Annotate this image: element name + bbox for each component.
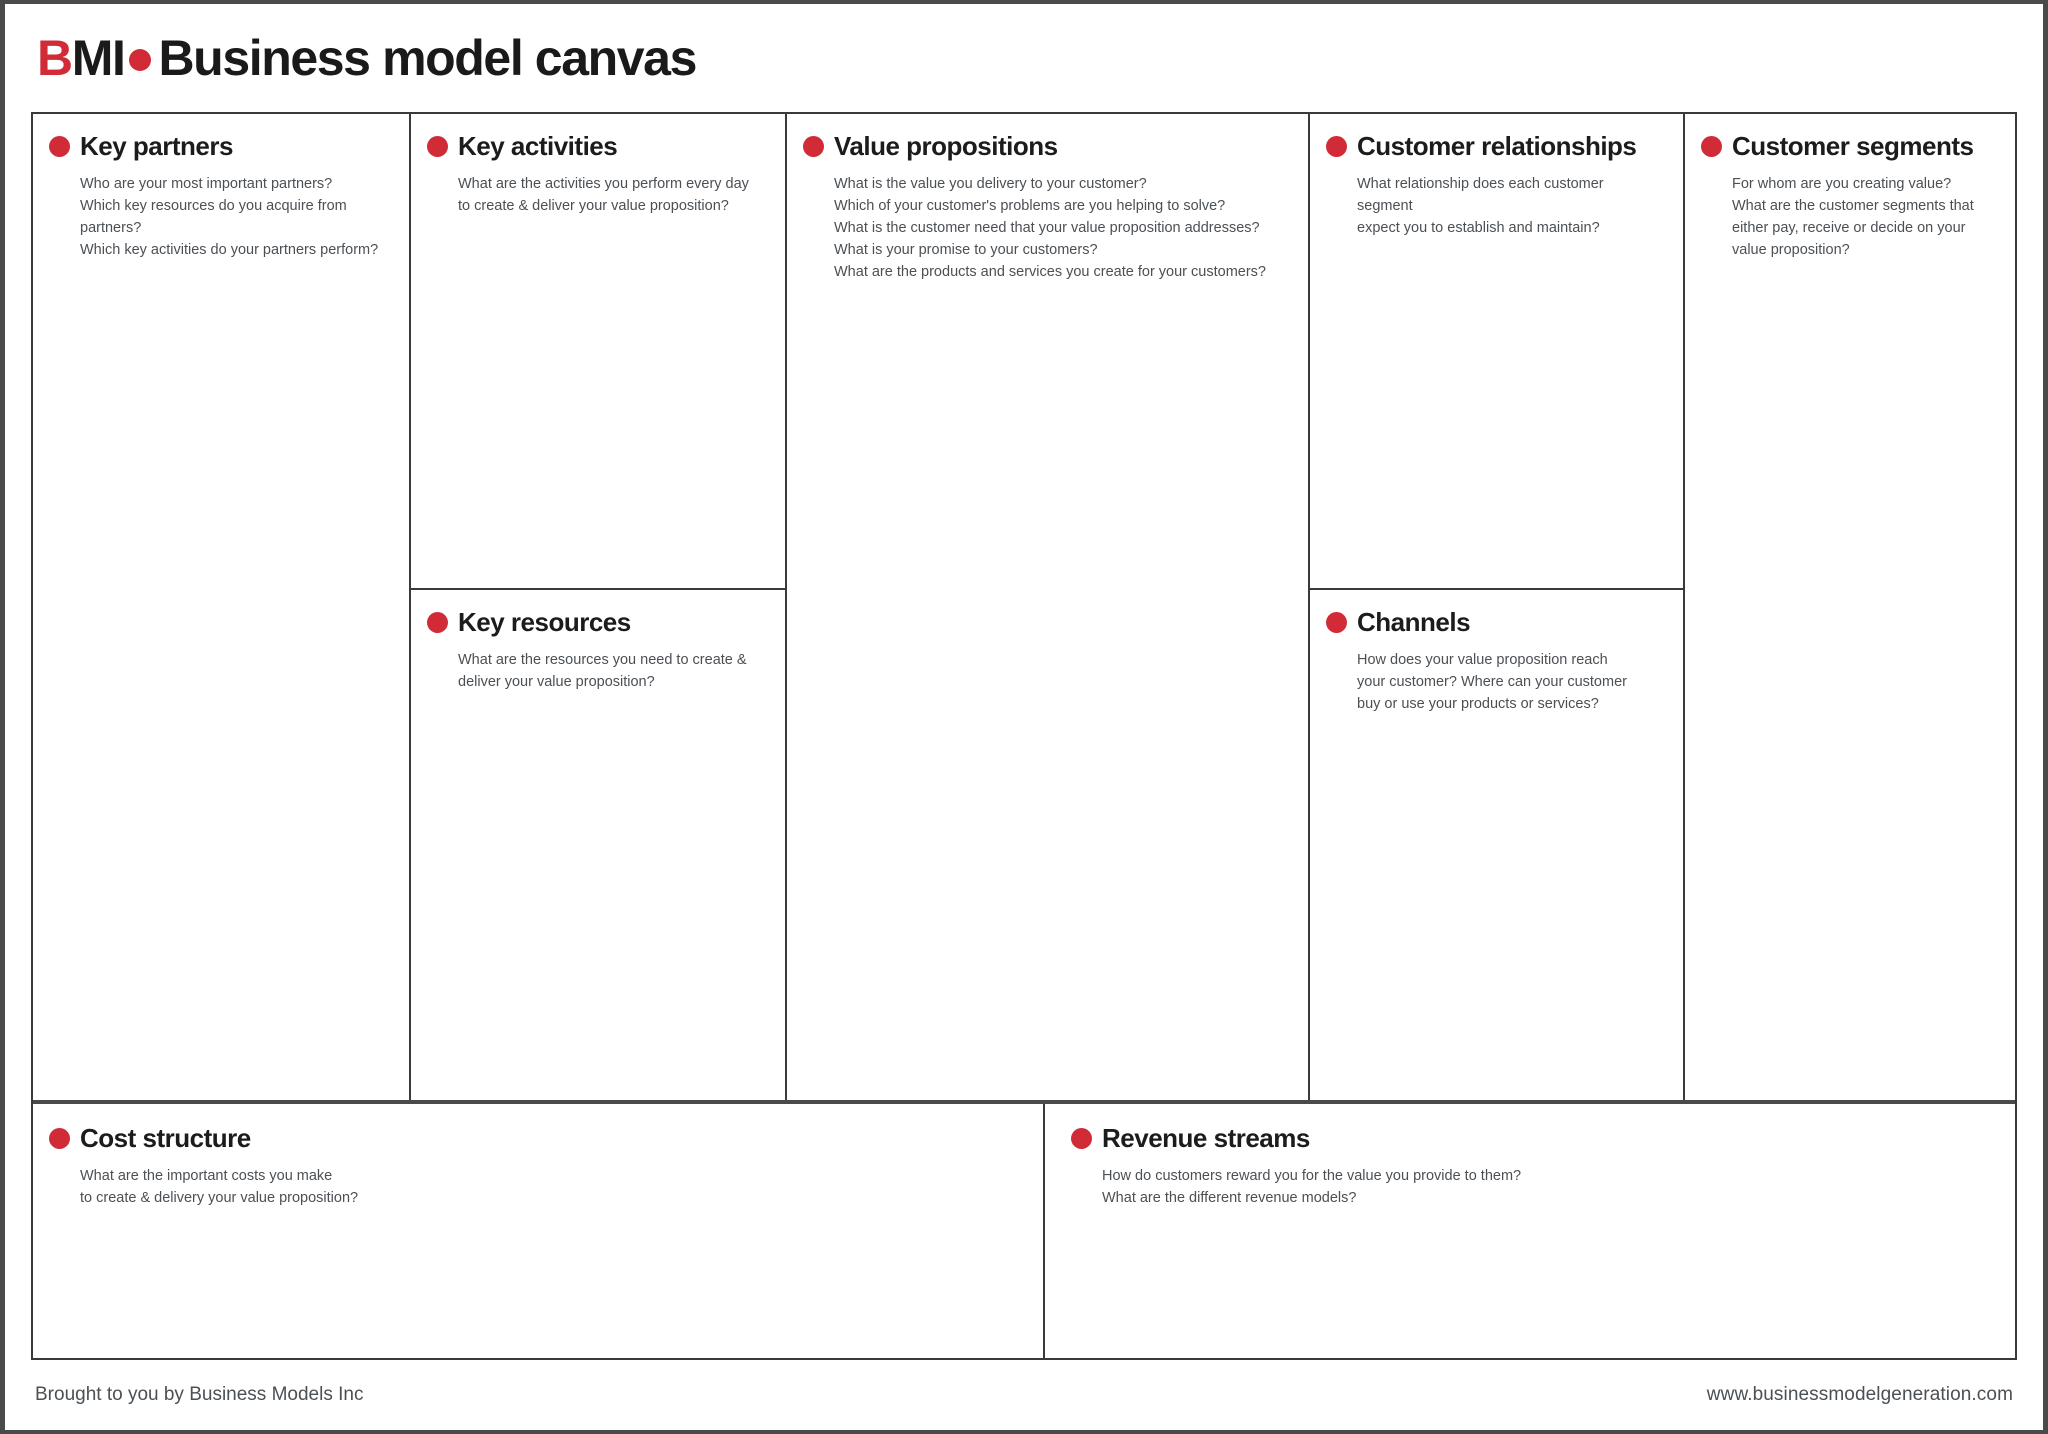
block-heading-key-partners: Key partners (49, 132, 389, 161)
prompt-line: expect you to establish and maintain? (1357, 219, 1600, 236)
bullet-dot-icon (803, 135, 824, 157)
bullet-dot-icon (427, 611, 448, 633)
block-prompts-key-resources: What are the resources you need to creat… (458, 649, 765, 693)
column-key-activities-resources: Key activities What are the activities y… (411, 114, 787, 1100)
bullet-dot-icon (1326, 611, 1347, 633)
prompt-line: What are the different revenue models? (1102, 1189, 1357, 1206)
block-customer-segments[interactable]: Customer segments For whom are you creat… (1685, 114, 2015, 1100)
prompt-line: What are the important costs you make (80, 1167, 333, 1184)
block-heading-channels: Channels (1326, 608, 1663, 637)
prompt-line: Which key resources do you acquire from … (80, 197, 347, 236)
block-heading-key-resources: Key resources (427, 608, 765, 637)
prompt-line: Which of your customer's problems are yo… (834, 197, 1226, 214)
prompt-line: either pay, receive or decide on your (1732, 219, 1966, 236)
prompt-line: buy or use your products or services? (1357, 695, 1599, 712)
block-prompts-revenue-streams: How do customers reward you for the valu… (1102, 1165, 1995, 1209)
block-title: Key partners (80, 131, 233, 161)
block-prompts-cost-structure: What are the important costs you make to… (80, 1165, 1023, 1209)
block-heading-key-activities: Key activities (427, 132, 765, 161)
prompt-line: What relationship does each customer seg… (1357, 175, 1604, 214)
block-prompts-customer-segments: For whom are you creating value? What ar… (1732, 173, 1995, 261)
prompt-line: your customer? Where can your customer (1357, 673, 1627, 690)
prompt-line: to create & delivery your value proposit… (80, 1189, 359, 1206)
bullet-dot-icon (1071, 1127, 1092, 1149)
prompt-line: What are the resources you need to creat… (458, 651, 747, 668)
footer-website-link[interactable]: www.businessmodelgeneration.com (1706, 1384, 2013, 1405)
block-heading-customer-relationships: Customer relationships (1326, 132, 1663, 161)
prompt-line: What is the value you delivery to your c… (834, 175, 1147, 192)
bullet-dot-icon (427, 135, 448, 157)
column-customer-segments: Customer segments For whom are you creat… (1685, 114, 2015, 1100)
prompt-line: What is your promise to your customers? (834, 241, 1098, 258)
prompt-line: value proposition? (1732, 241, 1850, 258)
block-heading-customer-segments: Customer segments (1701, 132, 1995, 161)
canvas-grid: Key partners Who are your most important… (31, 112, 2017, 1360)
page-footer: Brought to you by Business Models Inc ww… (31, 1360, 2017, 1430)
page-title: Business model canvas (158, 30, 697, 86)
footer-attribution: Brought to you by Business Models Inc (35, 1384, 364, 1405)
block-title: Customer segments (1732, 131, 1974, 161)
block-key-partners[interactable]: Key partners Who are your most important… (33, 114, 409, 1100)
block-key-activities[interactable]: Key activities What are the activities y… (411, 114, 785, 590)
block-customer-relationships[interactable]: Customer relationships What relationship… (1310, 114, 1683, 590)
prompt-line: For whom are you creating value? (1732, 175, 1952, 192)
block-channels[interactable]: Channels How does your value proposition… (1310, 590, 1683, 1100)
column-value-propositions: Value propositions What is the value you… (787, 114, 1310, 1100)
prompt-line: to create & deliver your value propositi… (458, 197, 729, 214)
bullet-dot-icon (49, 135, 70, 157)
block-heading-revenue-streams: Revenue streams (1071, 1124, 1995, 1153)
prompt-line: Who are your most important partners? (80, 175, 333, 192)
block-title: Revenue streams (1102, 1123, 1310, 1153)
prompt-line: How do customers reward you for the valu… (1102, 1167, 1522, 1184)
block-title: Key activities (458, 131, 618, 161)
bullet-dot-icon (129, 49, 152, 71)
prompt-line: How does your value proposition reach (1357, 651, 1608, 668)
block-title: Channels (1357, 607, 1471, 637)
prompt-line: deliver your value proposition? (458, 673, 655, 690)
block-prompts-key-partners: Who are your most important partners? Wh… (80, 173, 389, 261)
block-heading-value-propositions: Value propositions (803, 132, 1288, 161)
prompt-line: What is the customer need that your valu… (834, 219, 1260, 236)
block-title: Key resources (458, 607, 631, 637)
block-heading-cost-structure: Cost structure (49, 1124, 1023, 1153)
block-prompts-key-activities: What are the activities you perform ever… (458, 173, 765, 217)
brand-letters-mi: MI (71, 30, 126, 86)
block-prompts-channels: How does your value proposition reach yo… (1357, 649, 1663, 715)
bullet-dot-icon (1701, 135, 1722, 157)
block-prompts-value-propositions: What is the value you delivery to your c… (834, 173, 1288, 283)
canvas-top-row: Key partners Who are your most important… (33, 114, 2015, 1100)
prompt-line: What are the products and services you c… (834, 263, 1266, 280)
block-value-propositions[interactable]: Value propositions What is the value you… (787, 114, 1308, 1100)
canvas-bottom-row: Cost structure What are the important co… (33, 1100, 2015, 1358)
bullet-dot-icon (1326, 135, 1347, 157)
prompt-line: What are the customer segments that (1732, 197, 1974, 214)
block-title: Cost structure (80, 1123, 251, 1153)
block-revenue-streams[interactable]: Revenue streams How do customers reward … (1045, 1104, 2015, 1358)
bullet-dot-icon (49, 1127, 70, 1149)
prompt-line: What are the activities you perform ever… (458, 175, 749, 192)
brand-letter-b: B (37, 30, 73, 86)
block-title: Customer relationships (1357, 131, 1637, 161)
column-customer-relationships-channels: Customer relationships What relationship… (1310, 114, 1685, 1100)
block-key-resources[interactable]: Key resources What are the resources you… (411, 590, 785, 1100)
block-prompts-customer-relationships: What relationship does each customer seg… (1357, 173, 1663, 239)
block-cost-structure[interactable]: Cost structure What are the important co… (33, 1104, 1045, 1358)
prompt-line: Which key activities do your partners pe… (80, 241, 379, 258)
column-key-partners: Key partners Who are your most important… (33, 114, 411, 1100)
block-title: Value propositions (834, 131, 1058, 161)
